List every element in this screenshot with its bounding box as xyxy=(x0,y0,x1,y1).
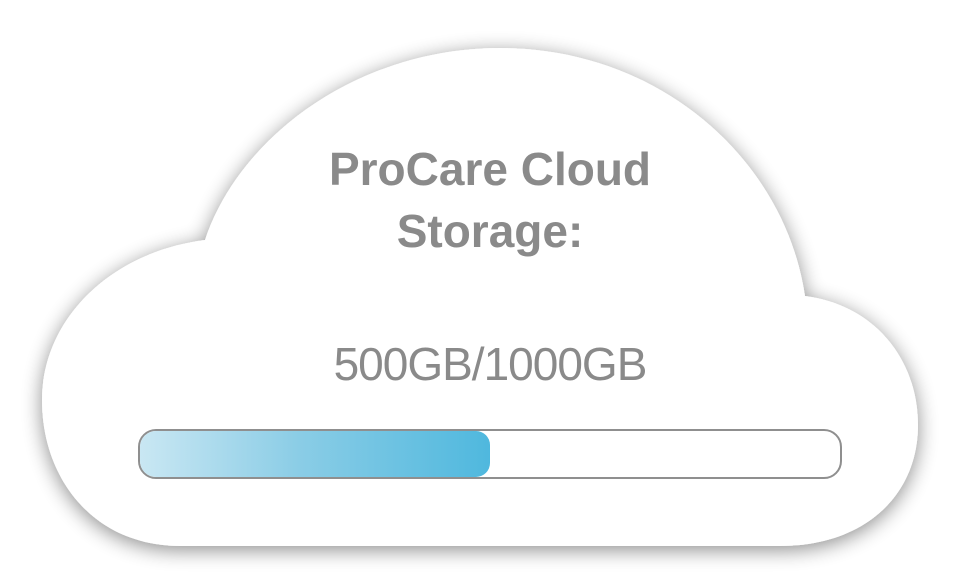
storage-progress-bar xyxy=(138,429,842,479)
storage-title: ProCare Cloud Storage: xyxy=(240,138,740,262)
storage-progress-fill xyxy=(140,431,490,477)
storage-title-line1: ProCare Cloud xyxy=(328,143,652,195)
storage-title-line2: Storage: xyxy=(396,205,584,257)
storage-usage-text: 500GB/1000GB xyxy=(333,338,648,390)
